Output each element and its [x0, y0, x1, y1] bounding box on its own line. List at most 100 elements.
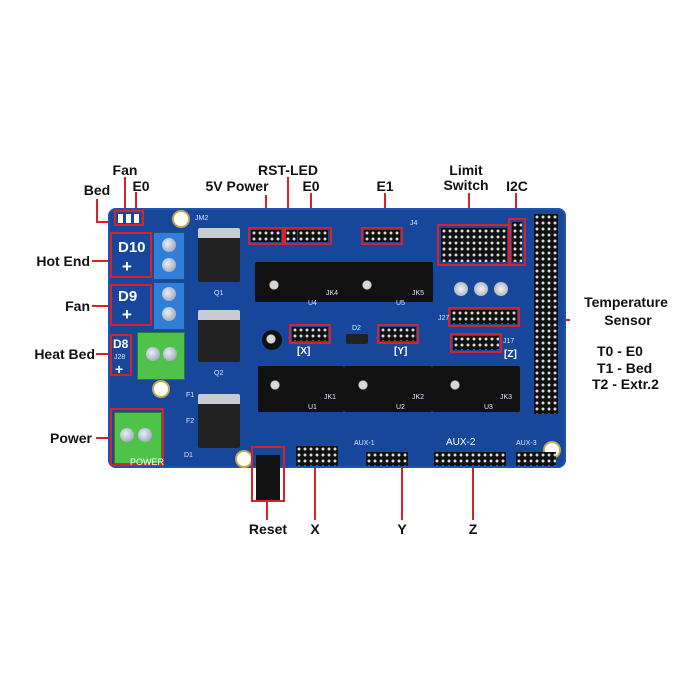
header-aux-3: [516, 452, 556, 466]
led-fan: [126, 214, 131, 223]
j27-silk: J27: [438, 315, 450, 322]
jk5-silk: JK5: [412, 290, 425, 297]
label-power: Power: [49, 430, 92, 446]
u2-silk: U2: [396, 404, 405, 411]
power-silk: POWER: [130, 457, 165, 467]
f1-silk: F1: [186, 392, 195, 399]
diode-d2: [346, 334, 368, 344]
electrolytic-cap: [266, 376, 286, 396]
mosfet-q2: [198, 310, 240, 362]
header-aux-1: [366, 452, 408, 466]
jm2-silk: JM2: [195, 215, 209, 222]
j28-silk: J28: [114, 354, 126, 361]
reset-button: [256, 455, 280, 501]
capacitor: [454, 282, 468, 296]
q2-silk: Q2: [214, 370, 224, 377]
y-bracket: [Y]: [394, 346, 408, 357]
aux1-silk: AUX-1: [354, 440, 375, 447]
mounting-hole: [172, 210, 190, 228]
header-e1: [364, 230, 400, 242]
header-5v-power: [251, 230, 281, 242]
mosfet-q1: [198, 228, 240, 282]
screw: [138, 428, 152, 442]
header-e0: [298, 230, 328, 242]
mounting-hole: [152, 380, 170, 398]
label-switch: Switch: [443, 177, 489, 193]
d1-silk: D1: [184, 452, 193, 459]
led-bed: [118, 214, 123, 223]
electrolytic-cap: [446, 376, 466, 396]
label-rst-led: RST-LED: [258, 162, 318, 178]
j17-silk: J17: [503, 338, 515, 345]
label-reset: Reset: [248, 521, 288, 537]
electrolytic-cap: [265, 276, 285, 296]
electrolytic-cap: [354, 376, 374, 396]
jk2-silk: JK2: [412, 394, 425, 401]
header-limit-switch: [441, 228, 507, 262]
j4-silk: J4: [410, 220, 418, 227]
mounting-hole: [235, 450, 253, 468]
capacitor: [474, 282, 488, 296]
led-e0: [134, 214, 139, 223]
label-x: X: [310, 521, 320, 537]
electrolytic-cap: [262, 330, 282, 350]
stepper-socket-u3: [432, 366, 520, 412]
label-temp-2: Sensor: [604, 312, 652, 328]
f2-silk: F2: [186, 418, 195, 425]
header-right-edge: [534, 214, 558, 414]
aux2-silk: AUX-2: [446, 437, 476, 448]
header-aux-left: [296, 446, 338, 466]
d10-silk: D10: [118, 239, 146, 256]
header-x: [292, 327, 328, 341]
label-5v-power: 5V Power: [205, 178, 269, 194]
d9-silk: D9: [118, 288, 138, 305]
screw: [162, 307, 176, 321]
header-i2c: [512, 222, 522, 262]
jk3-silk: JK3: [500, 394, 513, 401]
screw: [146, 347, 160, 361]
x-bracket: [X]: [297, 346, 311, 357]
jk1-silk: JK1: [324, 394, 337, 401]
screw: [162, 258, 176, 272]
legend-t0: T0 - E0: [597, 343, 643, 359]
aux3-silk: AUX-3: [516, 440, 537, 447]
u4-silk: U4: [308, 300, 317, 307]
header-rst-led: [285, 230, 297, 242]
label-z: Z: [468, 521, 478, 537]
screw: [120, 428, 134, 442]
u3-silk: U3: [484, 404, 493, 411]
label-e0-top: E0: [132, 178, 150, 194]
header-aux-2: [434, 452, 506, 466]
label-temp-1: Temperature: [584, 294, 668, 310]
d8-silk: D8: [113, 337, 129, 351]
label-hot-end: Hot End: [36, 253, 90, 269]
header-y: [380, 327, 416, 341]
hot-end-terminal: [153, 232, 185, 280]
capacitor: [494, 282, 508, 296]
d10-plus: +: [122, 257, 132, 276]
screw: [163, 347, 177, 361]
heat-bed-terminal: [137, 332, 185, 380]
label-limit: Limit: [449, 162, 483, 178]
label-y: Y: [397, 521, 407, 537]
label-i2c: I2C: [506, 178, 528, 194]
u5-silk: U5: [396, 300, 405, 307]
label-fan-left: Fan: [65, 298, 90, 314]
label-heat-bed: Heat Bed: [34, 346, 95, 362]
d9-plus: +: [122, 305, 132, 324]
header-temp-sensor: [451, 310, 517, 324]
d8-plus: +: [115, 361, 124, 377]
screw: [162, 238, 176, 252]
u1-silk: U1: [308, 404, 317, 411]
screw: [162, 287, 176, 301]
label-e0-mid: E0: [302, 178, 320, 194]
z-bracket: [Z]: [504, 349, 517, 360]
legend-t2: T2 - Extr.2: [592, 376, 659, 392]
electrolytic-cap: [358, 276, 378, 296]
label-fan-top: Fan: [112, 162, 138, 178]
label-e1: E1: [376, 178, 394, 194]
legend-t1: T1 - Bed: [597, 360, 653, 376]
header-z: [453, 336, 499, 350]
regulator: [198, 394, 240, 448]
